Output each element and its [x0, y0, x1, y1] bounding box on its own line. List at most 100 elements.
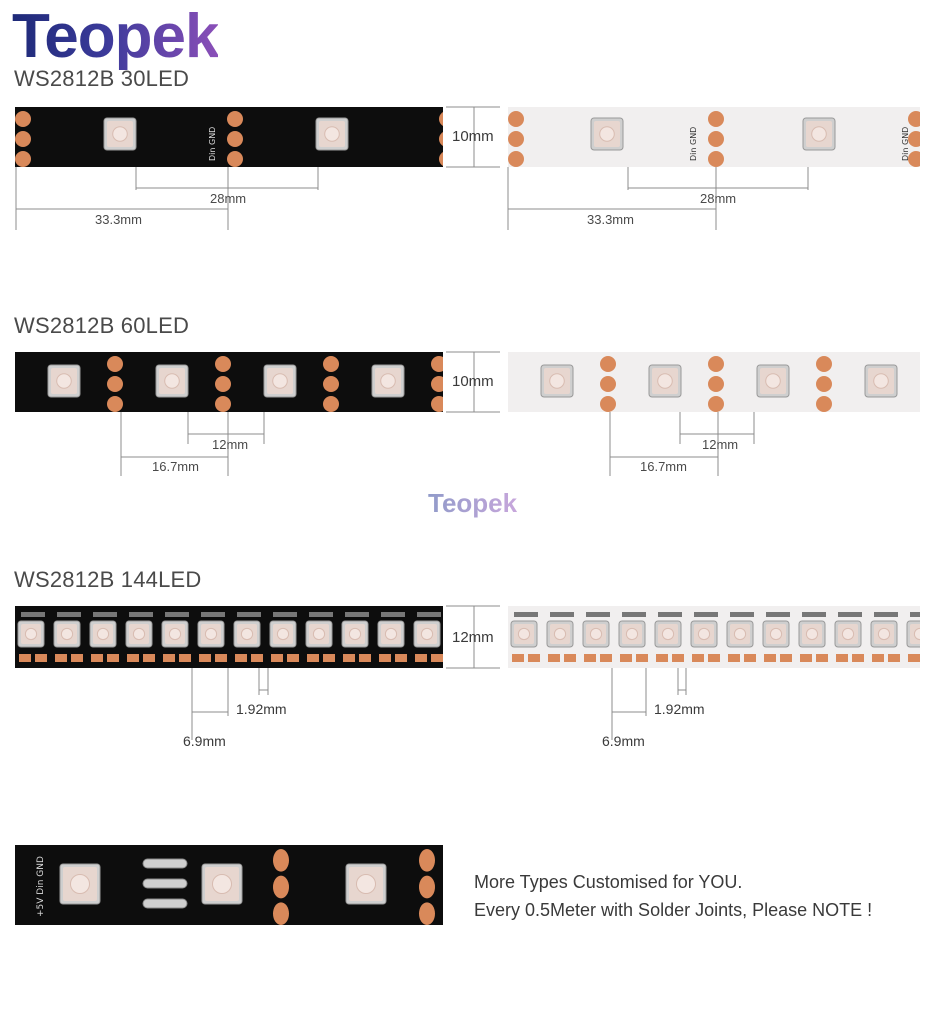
led-die: [517, 627, 531, 641]
pitch-label-30led-left: 28mm: [210, 191, 247, 206]
led-die: [355, 873, 377, 895]
arrow-marker: [309, 612, 333, 617]
cut-point-pad: [708, 131, 724, 147]
led-die: [324, 126, 340, 142]
cut-point-pad: [439, 152, 443, 166]
pad: [888, 654, 900, 662]
led-die: [211, 873, 233, 895]
pad: [215, 654, 227, 662]
pad: [908, 654, 920, 662]
pad: [872, 654, 884, 662]
strip-30led-black: Din GND: [15, 107, 443, 167]
led-die: [96, 627, 110, 641]
pad: [379, 654, 391, 662]
cut-point-pad: [323, 396, 339, 412]
pcb-label-din: Din GND: [901, 127, 910, 161]
pad: [127, 654, 139, 662]
cut-point-pad: [600, 376, 616, 392]
arrow-marker: [586, 612, 610, 617]
strip-60led-white: [508, 352, 920, 412]
pad: [307, 654, 319, 662]
segment-label-30led-left: 33.3mm: [95, 212, 142, 227]
pad: [343, 654, 355, 662]
cut-point-pad: [227, 131, 243, 147]
pad: [600, 654, 612, 662]
cut-point-pad: [273, 902, 289, 925]
pcb-label-din: Din GND: [689, 127, 698, 161]
pad: [35, 654, 47, 662]
cut-point-pad: [816, 376, 832, 392]
strip-solder-joint: +5V Din GND: [15, 845, 443, 925]
segment-label-144led-left: 6.9mm: [183, 733, 226, 749]
cut-point-pad: [107, 356, 123, 372]
cut-point-pad: [816, 356, 832, 372]
arrow-marker: [766, 612, 790, 617]
cut-point-pad: [431, 376, 443, 392]
pcb-label-plus5v: +5V Din GND: [36, 856, 46, 917]
segment-label-60led-right: 16.7mm: [640, 459, 687, 474]
pad: [163, 654, 175, 662]
cut-point-pad: [508, 151, 524, 167]
segment-label-144led-right: 6.9mm: [602, 733, 645, 749]
cut-point-pad: [15, 131, 31, 147]
solder-wire: [142, 898, 188, 909]
cut-point-pad: [107, 376, 123, 392]
pad: [512, 654, 524, 662]
arrow-marker: [730, 612, 754, 617]
led-die: [661, 627, 675, 641]
cut-point-pad: [508, 111, 524, 127]
pitch-label-60led-left: 12mm: [212, 437, 249, 452]
strip-30led-white: Din GND Din GND: [508, 107, 920, 167]
brand-watermark: Teopek: [428, 488, 518, 518]
strip-60led-black-graphic: [15, 352, 443, 412]
strip-144led-white: [508, 606, 920, 668]
solder-wire: [142, 858, 188, 869]
section-title-60led: WS2812B 60LED: [14, 313, 190, 338]
pad: [107, 654, 119, 662]
cut-point-pad: [227, 111, 243, 127]
arrow-marker: [658, 612, 682, 617]
arrow-marker: [237, 612, 261, 617]
pad: [692, 654, 704, 662]
strip-144led-black-graphic: [15, 606, 443, 668]
arrow-marker: [838, 612, 862, 617]
arrow-marker: [21, 612, 45, 617]
cut-point-pad: [431, 396, 443, 412]
led-die: [384, 627, 398, 641]
arrow-marker: [381, 612, 405, 617]
led-die: [56, 373, 72, 389]
cut-point-pad: [419, 849, 435, 872]
led-die: [276, 627, 290, 641]
led-die: [112, 126, 128, 142]
cut-point-pad: [107, 396, 123, 412]
led-die: [733, 627, 747, 641]
led-die: [240, 627, 254, 641]
led-die: [877, 627, 891, 641]
cut-point-pad: [419, 902, 435, 925]
pad: [636, 654, 648, 662]
led-die: [589, 627, 603, 641]
segment-label-30led-right: 33.3mm: [587, 212, 634, 227]
strip-144led-white-graphic: [508, 606, 920, 668]
pad: [271, 654, 283, 662]
arrow-marker: [93, 612, 117, 617]
pad: [728, 654, 740, 662]
arrow-marker: [802, 612, 826, 617]
led-die: [348, 627, 362, 641]
arrow-marker: [273, 612, 297, 617]
pad: [800, 654, 812, 662]
led-die: [312, 627, 326, 641]
pcb-background: [15, 606, 443, 668]
pad: [143, 654, 155, 662]
pad: [656, 654, 668, 662]
pad: [744, 654, 756, 662]
arrow-marker: [514, 612, 538, 617]
pad: [199, 654, 211, 662]
cut-point-pad: [508, 131, 524, 147]
cut-point-pad: [273, 875, 289, 899]
cut-point-pad: [908, 111, 920, 127]
cut-point-pad: [323, 376, 339, 392]
cut-point-pad: [816, 396, 832, 412]
arrow-marker: [910, 612, 920, 617]
pad: [287, 654, 299, 662]
